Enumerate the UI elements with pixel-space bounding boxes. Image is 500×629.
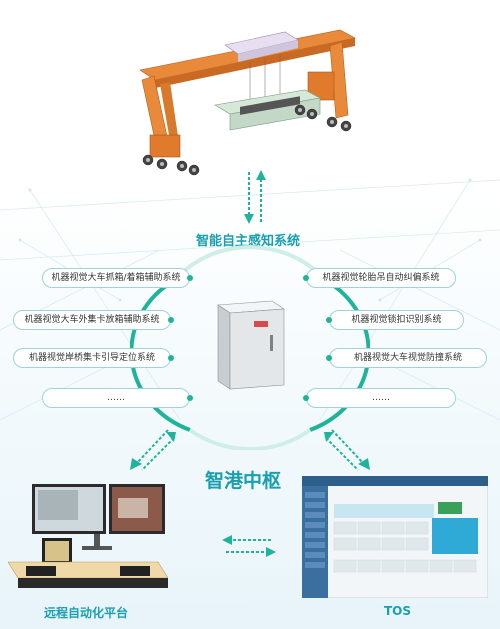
right-hub-arrows — [324, 429, 370, 471]
crane-link-arrows — [244, 170, 266, 224]
remote-platform-illustration — [8, 484, 168, 588]
remote-platform-label: 远程自动化平台 — [44, 606, 129, 620]
left-item-4: …… — [42, 388, 190, 408]
tos-screen-illustration — [302, 476, 488, 598]
right-item-1: 机器视觉轮胎吊自动纠偏系统 — [306, 268, 456, 288]
tos-label: TOS — [384, 604, 412, 618]
hub-title: 智港中枢 — [205, 470, 282, 492]
perception-system-title: 智能自主感知系统 — [196, 234, 301, 249]
left-item-2: 机器视觉大车外集卡放箱辅助系统 — [13, 310, 171, 330]
left-hub-arrows — [130, 429, 176, 471]
gantry-crane-illustration — [139, 29, 356, 176]
bottom-link-arrows — [222, 535, 276, 557]
control-cabinet-illustration — [217, 300, 285, 390]
